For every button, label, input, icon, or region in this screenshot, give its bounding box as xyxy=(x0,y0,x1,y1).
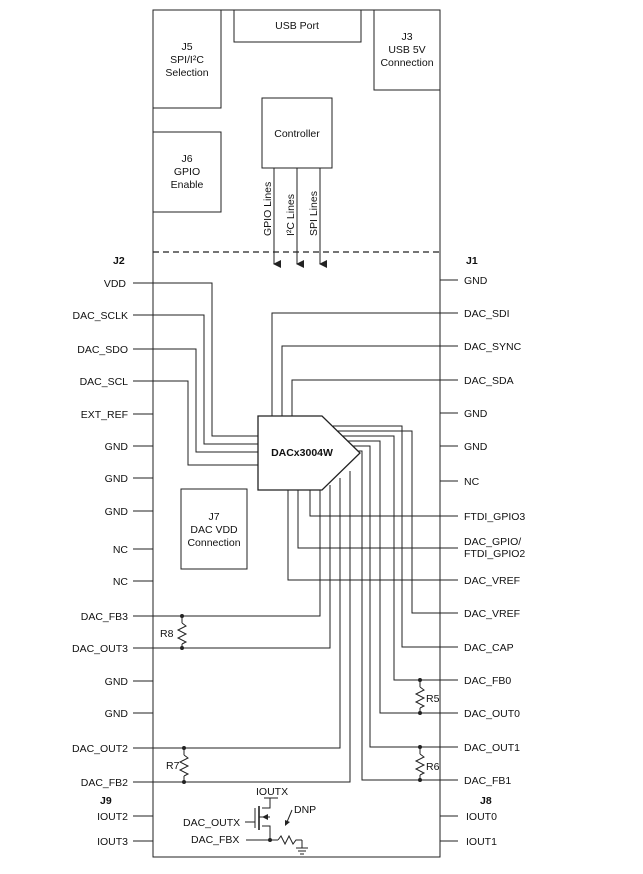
j2-pin-labels: VDD DAC_SCLK DAC_SDO DAC_SCL EXT_REF GND… xyxy=(72,278,128,848)
svg-text:DAC_FB3: DAC_FB3 xyxy=(81,611,128,623)
svg-text:IOUT2: IOUT2 xyxy=(97,811,128,823)
svg-text:NC: NC xyxy=(464,476,480,488)
r8-resistor: R8 xyxy=(160,614,188,650)
svg-text:DAC_FBX: DAC_FBX xyxy=(191,834,239,846)
svg-text:GND: GND xyxy=(105,676,129,688)
iout-transistor-circuit: IOUTX DAC_OUTX DAC_FBX DNP xyxy=(183,786,316,855)
j5-spi-i2c-selection: J5 SPI/I²C Selection xyxy=(152,9,222,109)
r7-resistor: R7 xyxy=(166,746,190,784)
j8-label: J8 xyxy=(480,795,492,807)
svg-text:DAC_SCL: DAC_SCL xyxy=(80,376,129,388)
svg-text:USB Port: USB Port xyxy=(275,20,319,32)
j2-label: J2 xyxy=(113,255,125,267)
svg-text:NC: NC xyxy=(113,544,129,556)
svg-text:DAC_CAP: DAC_CAP xyxy=(464,642,514,654)
svg-text:DAC_SYNC: DAC_SYNC xyxy=(464,341,522,353)
svg-text:J6: J6 xyxy=(181,153,192,165)
svg-text:DAC_SDA: DAC_SDA xyxy=(464,375,514,387)
svg-text:R8: R8 xyxy=(160,628,174,640)
right-signal-routes xyxy=(333,425,458,781)
svg-text:DNP: DNP xyxy=(294,804,316,816)
dac-chip: DACx3004W xyxy=(257,415,361,491)
svg-text:GPIO: GPIO xyxy=(174,166,200,178)
svg-text:FTDI_GPIO2: FTDI_GPIO2 xyxy=(464,548,525,560)
j6-gpio-enable: J6 GPIO Enable xyxy=(152,131,222,213)
svg-text:Connection: Connection xyxy=(380,57,433,69)
svg-text:Controller: Controller xyxy=(274,128,320,140)
svg-text:DAC_FB2: DAC_FB2 xyxy=(81,777,128,789)
svg-text:DAC_OUT2: DAC_OUT2 xyxy=(72,743,128,755)
r6-resistor: R6 xyxy=(414,745,440,782)
svg-text:DAC_FB1: DAC_FB1 xyxy=(464,775,511,787)
svg-text:IOUT3: IOUT3 xyxy=(97,836,128,848)
svg-text:J5: J5 xyxy=(181,41,192,53)
spi-lines-label: SPI Lines xyxy=(308,191,320,236)
svg-text:GND: GND xyxy=(105,506,129,518)
left-signal-routes xyxy=(133,282,260,466)
svg-text:IOUTX: IOUTX xyxy=(256,786,288,798)
bottom-signal-routes xyxy=(133,471,458,783)
svg-text:IOUT1: IOUT1 xyxy=(466,836,497,848)
svg-text:Selection: Selection xyxy=(165,67,208,79)
svg-text:Connection: Connection xyxy=(187,537,240,549)
svg-text:VDD: VDD xyxy=(104,278,127,290)
svg-text:J3: J3 xyxy=(401,31,412,43)
serial-routes xyxy=(271,312,458,416)
svg-text:R6: R6 xyxy=(426,761,440,773)
r5-resistor: R5 xyxy=(414,678,440,715)
svg-text:R7: R7 xyxy=(166,760,180,772)
svg-text:DAC_VREF: DAC_VREF xyxy=(464,575,520,587)
svg-text:DAC_OUT3: DAC_OUT3 xyxy=(72,643,128,655)
j7-dac-vdd-connection: J7 DAC VDD Connection xyxy=(180,488,248,570)
svg-text:GND: GND xyxy=(105,441,129,453)
svg-text:IOUT0: IOUT0 xyxy=(466,811,497,823)
svg-text:DAC_OUTX: DAC_OUTX xyxy=(183,817,240,829)
svg-text:DAC_VREF: DAC_VREF xyxy=(464,608,520,620)
svg-text:DAC_SDO: DAC_SDO xyxy=(77,344,128,356)
svg-text:GND: GND xyxy=(464,408,488,420)
svg-text:USB 5V: USB 5V xyxy=(388,44,425,56)
svg-text:DAC_OUT0: DAC_OUT0 xyxy=(464,708,520,720)
j1-pin-labels: GND DAC_SDI DAC_SYNC DAC_SDA GND GND NC … xyxy=(464,275,525,848)
j9-label: J9 xyxy=(100,795,112,807)
gpio-lines-label: GPIO Lines xyxy=(262,182,274,236)
controller-block: Controller xyxy=(261,97,333,169)
svg-text:DACx3004W: DACx3004W xyxy=(271,447,333,459)
svg-text:GND: GND xyxy=(105,473,129,485)
svg-text:SPI/I²C: SPI/I²C xyxy=(170,54,204,66)
svg-text:Enable: Enable xyxy=(171,179,204,191)
svg-text:EXT_REF: EXT_REF xyxy=(81,409,128,421)
svg-text:DAC_GPIO/: DAC_GPIO/ xyxy=(464,536,521,548)
j1-label: J1 xyxy=(466,255,478,267)
svg-text:R5: R5 xyxy=(426,693,440,705)
svg-text:GND: GND xyxy=(464,275,488,287)
svg-text:DAC_SDI: DAC_SDI xyxy=(464,308,510,320)
svg-text:DAC_OUT1: DAC_OUT1 xyxy=(464,742,520,754)
svg-text:DAC_FB0: DAC_FB0 xyxy=(464,675,511,687)
svg-text:GND: GND xyxy=(105,708,129,720)
svg-text:DAC VDD: DAC VDD xyxy=(190,524,238,536)
j3-usb-5v-connection: J3 USB 5V Connection xyxy=(373,9,441,91)
svg-text:FTDI_GPIO3: FTDI_GPIO3 xyxy=(464,511,525,523)
i2c-lines-label: I²C Lines xyxy=(285,194,297,236)
svg-text:J7: J7 xyxy=(208,511,219,523)
svg-text:NC: NC xyxy=(113,576,129,588)
svg-text:DAC_SCLK: DAC_SCLK xyxy=(73,310,128,322)
svg-text:GND: GND xyxy=(464,441,488,453)
usb-port-block: USB Port xyxy=(233,9,362,43)
